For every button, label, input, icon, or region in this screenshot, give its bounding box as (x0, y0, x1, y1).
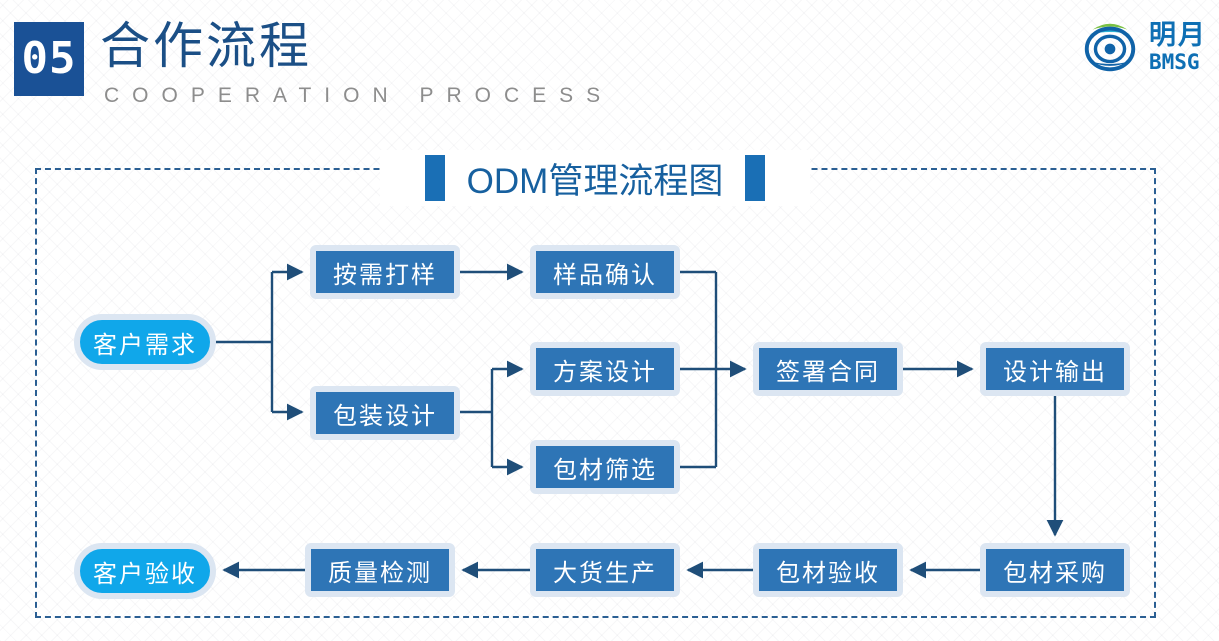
flow-node-scheme-design[interactable]: 方案设计 (530, 342, 680, 396)
flow-node-mass-production[interactable]: 大货生产 (530, 543, 680, 597)
flow-node-design-output[interactable]: 设计输出 (980, 342, 1130, 396)
flow-node-label: 质量检测 (328, 559, 432, 587)
flow-node-sampling-on-demand[interactable]: 按需打样 (310, 245, 460, 299)
flow-node-label: 按需打样 (333, 261, 437, 289)
bmsg-eye-emblem-icon (1084, 23, 1136, 72)
section-number: 05 (21, 33, 77, 84)
title-bar-right-icon (745, 155, 766, 201)
brand-name-cn: 明月 (1149, 19, 1207, 50)
flow-node-label: 包材采购 (1003, 559, 1107, 587)
title-bar-left-icon (424, 155, 445, 201)
chart-title: ODM管理流程图 (466, 161, 724, 201)
flow-node-sample-confirm[interactable]: 样品确认 (530, 245, 680, 299)
flow-node-label: 客户验收 (93, 560, 197, 588)
flow-node-label: 设计输出 (1003, 358, 1107, 386)
flow-node-label: 方案设计 (553, 358, 657, 386)
flow-node-customer-accept[interactable]: 客户验收 (74, 543, 216, 599)
flow-node-label: 包材验收 (776, 559, 880, 587)
section-number-badge: 05 (14, 22, 84, 96)
brand-logo: 明月 BMSG (1079, 16, 1207, 78)
flow-node-quality-inspect[interactable]: 质量检测 (305, 543, 455, 597)
page-subtitle: COOPERATION PROCESS (104, 84, 614, 107)
brand-name-en: BMSG (1149, 49, 1200, 74)
flow-node-label: 大货生产 (553, 559, 657, 587)
flow-node-label: 签署合同 (776, 358, 880, 386)
flow-node-material-purchase[interactable]: 包材采购 (980, 543, 1130, 597)
flow-node-package-design[interactable]: 包装设计 (310, 386, 460, 440)
flow-node-label: 包装设计 (333, 402, 437, 430)
flow-node-sign-contract[interactable]: 签署合同 (753, 342, 903, 396)
flow-node-label: 客户需求 (93, 331, 197, 359)
page-title: 合作流程 (100, 18, 312, 74)
brand-logo-text: 明月 BMSG (1149, 19, 1207, 74)
chart-title-group: ODM管理流程图 (380, 150, 810, 206)
flow-node-customer-demand[interactable]: 客户需求 (74, 314, 216, 370)
flow-node-material-accept[interactable]: 包材验收 (753, 543, 903, 597)
flow-node-material-screening[interactable]: 包材筛选 (530, 440, 680, 494)
flow-node-label: 包材筛选 (553, 456, 657, 484)
flow-node-label: 样品确认 (553, 261, 657, 289)
